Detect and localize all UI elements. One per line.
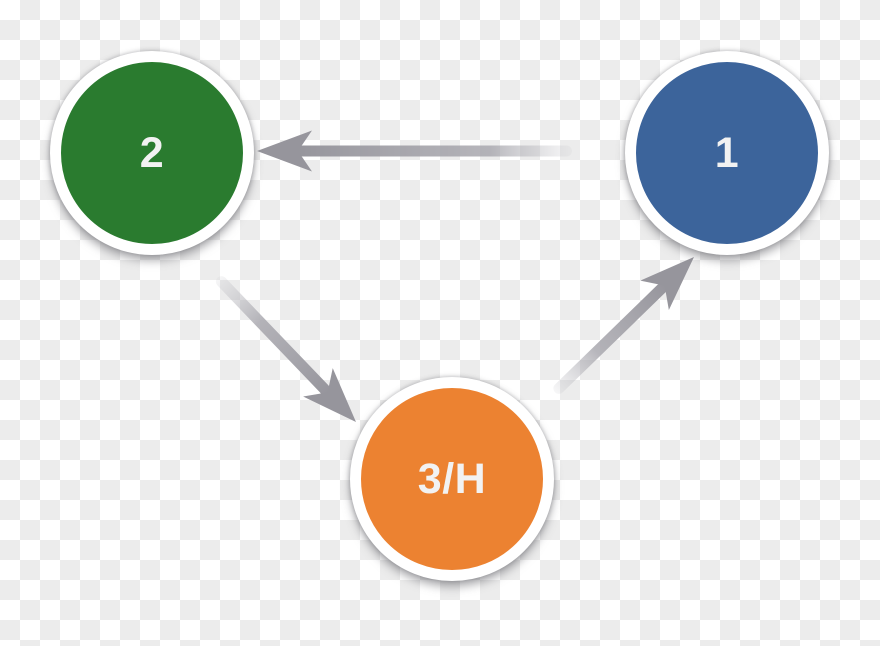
arrow-1-to-2 [257, 130, 572, 172]
arrow-3h-to-1 [553, 257, 694, 394]
node-circle-2: 2 [50, 51, 254, 255]
node-label-1: 1 [714, 128, 740, 177]
node-circle-1: 1 [625, 51, 829, 255]
node-label-2: 2 [139, 128, 165, 177]
node-label-3h: 3/H [417, 454, 487, 503]
arrow-2-to-3h [215, 276, 356, 422]
node-circle-3h: 3/H [350, 377, 554, 581]
